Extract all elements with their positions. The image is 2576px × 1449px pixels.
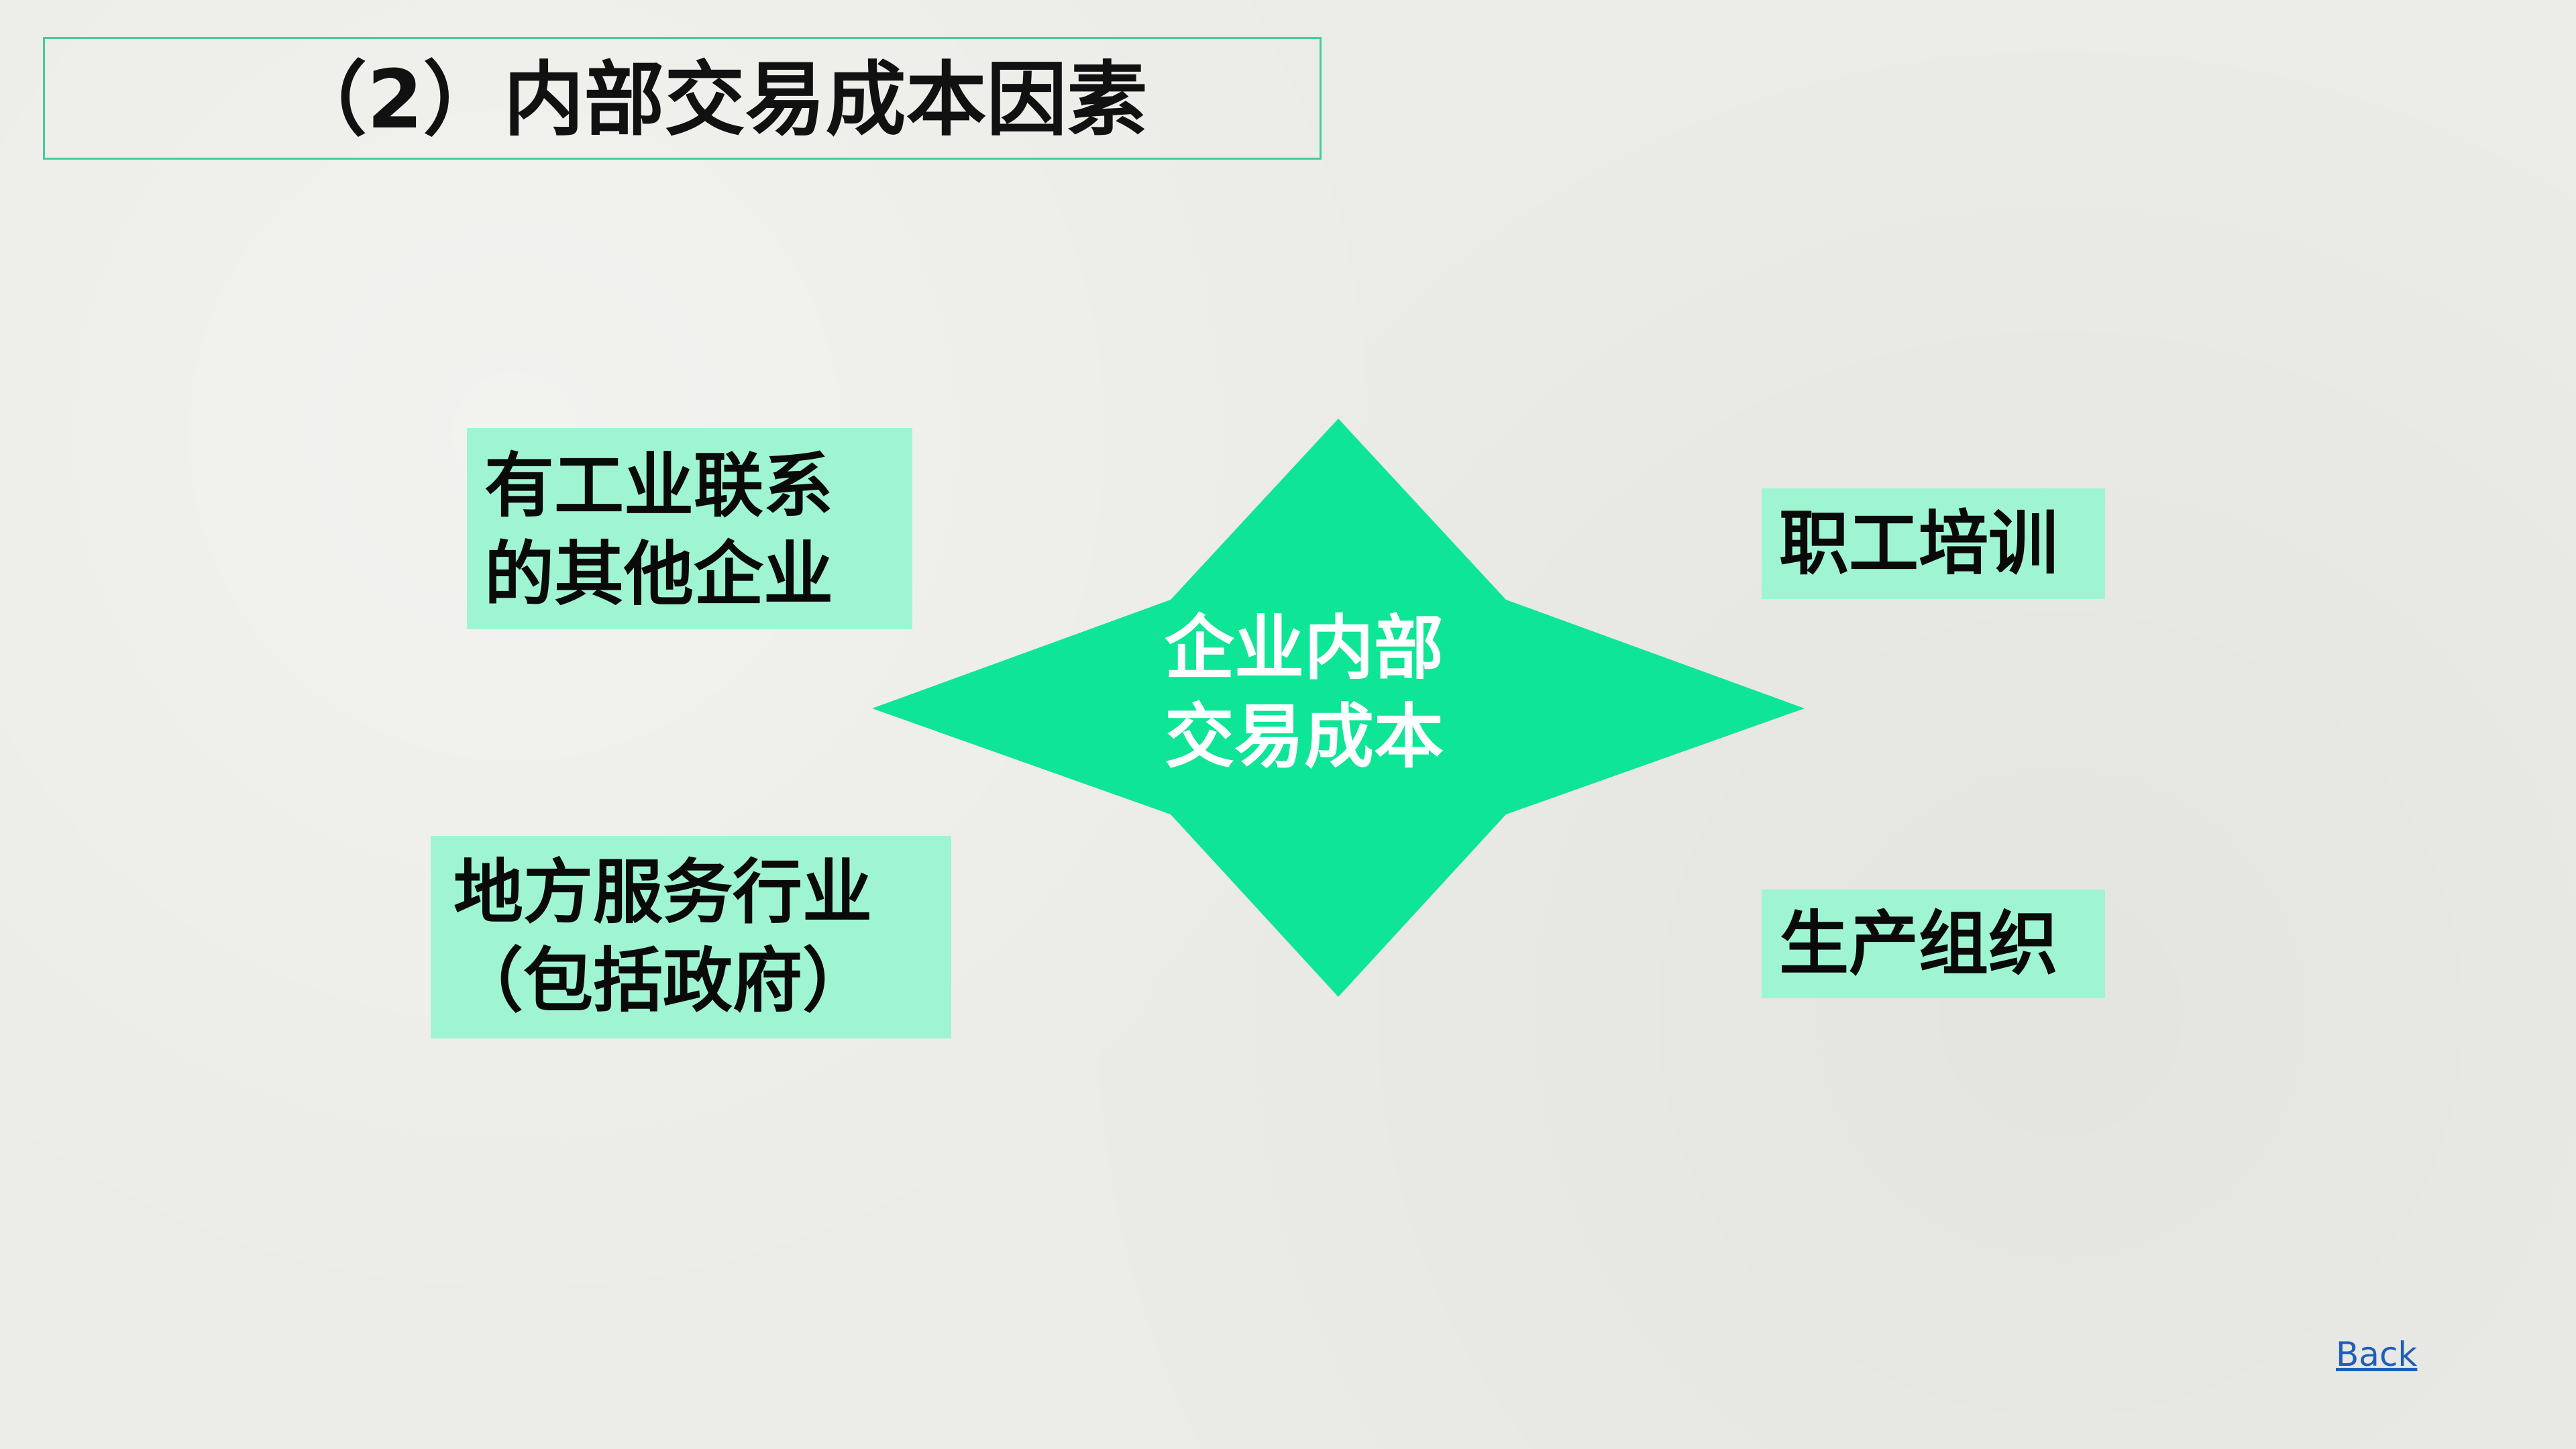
factor-industrial-line-1: 有工业联系 <box>484 445 834 527</box>
center-label-line-2: 交易成本 <box>1165 696 1444 777</box>
factor-box-local-services: 地方服务行业 （包括政府） <box>431 836 951 1038</box>
center-star-shape <box>872 419 1805 997</box>
factor-training-label: 职工培训 <box>1779 502 2059 584</box>
title-frame: （2）内部交易成本因素 <box>43 37 1322 160</box>
factor-production-label: 生产组织 <box>1779 903 2059 985</box>
center-label: 企业内部 交易成本 <box>1165 604 1513 781</box>
factor-industrial-line-2: 的其他企业 <box>484 533 834 615</box>
slide-title: （2）内部交易成本因素 <box>286 54 1148 147</box>
back-link[interactable]: Back <box>2336 1335 2418 1374</box>
factor-box-production-organization: 生产组织 <box>1762 890 2105 998</box>
factor-local-line-1: 地方服务行业 <box>453 851 873 933</box>
factor-box-industrial-enterprises: 有工业联系 的其他企业 <box>467 428 912 629</box>
center-label-line-1: 企业内部 <box>1165 607 1444 689</box>
factor-box-staff-training: 职工培训 <box>1762 488 2105 599</box>
center-diamond-star <box>872 419 1805 997</box>
factor-local-line-2: （包括政府） <box>453 940 873 1022</box>
